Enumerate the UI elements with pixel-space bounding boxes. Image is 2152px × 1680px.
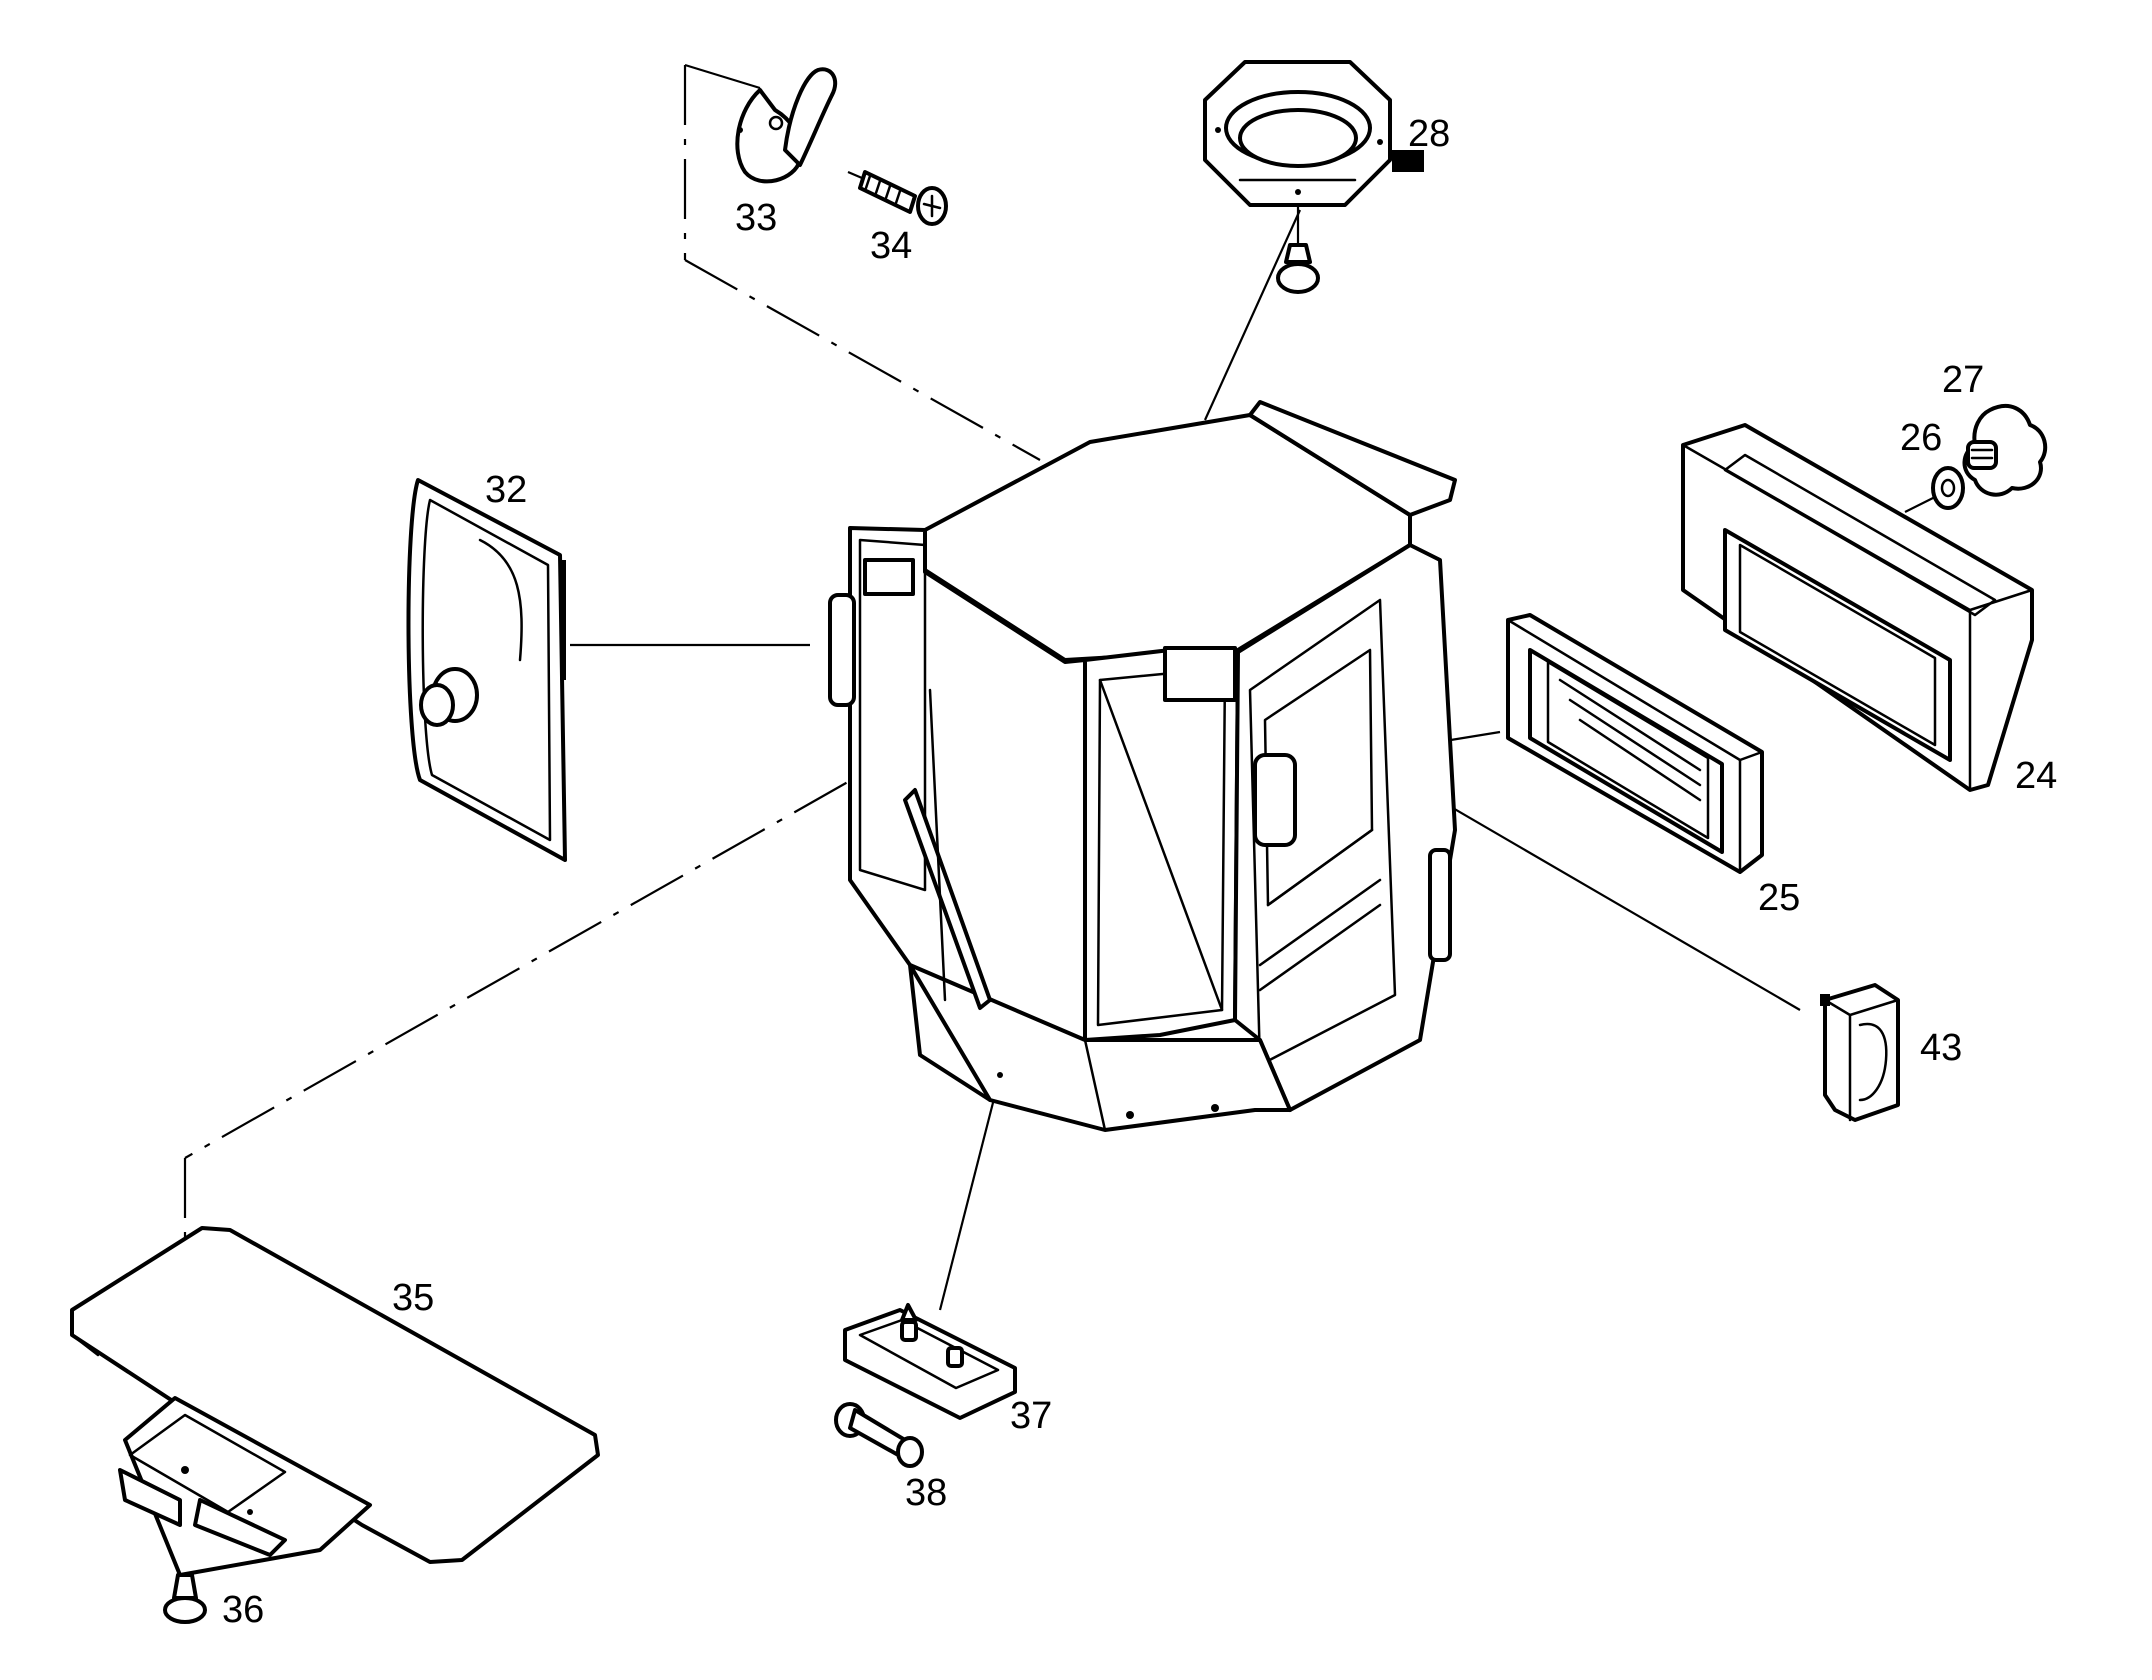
- part-33-hook: [735, 67, 838, 184]
- callout-33: 33: [735, 197, 777, 239]
- callout-36: 36: [222, 1589, 264, 1631]
- part-37-mount-pad: [843, 1303, 1017, 1420]
- part-24-outer-frame: [1681, 423, 2034, 792]
- part-38-bolt: [834, 1402, 924, 1468]
- callout-34: 34: [870, 225, 912, 267]
- callout-labels: 24 25 26 27 28 32 33 34 35 36 37 38 43: [222, 113, 2057, 1631]
- part-43-lamp: [1820, 983, 1900, 1122]
- part-26-washer: [1931, 466, 1965, 510]
- part-34-screw: [847, 170, 948, 226]
- callout-28: 28: [1408, 113, 1450, 155]
- callout-27: 27: [1942, 359, 1984, 401]
- part-32-mirror: [406, 478, 567, 862]
- callout-35: 35: [392, 1277, 434, 1319]
- callout-43: 43: [1920, 1027, 1962, 1069]
- callout-32: 32: [485, 469, 527, 511]
- callout-26: 26: [1900, 417, 1942, 459]
- callout-24: 24: [2015, 755, 2057, 797]
- part-28-roof-flange: [1203, 60, 1424, 294]
- part-25-filter: [1506, 613, 1764, 874]
- part-27-knob: [1962, 404, 2048, 497]
- callout-38: 38: [905, 1472, 947, 1514]
- callout-25: 25: [1758, 877, 1800, 919]
- callout-37: 37: [1010, 1395, 1052, 1437]
- operator-cab: [828, 400, 1457, 1132]
- part-35-board: [70, 1226, 600, 1624]
